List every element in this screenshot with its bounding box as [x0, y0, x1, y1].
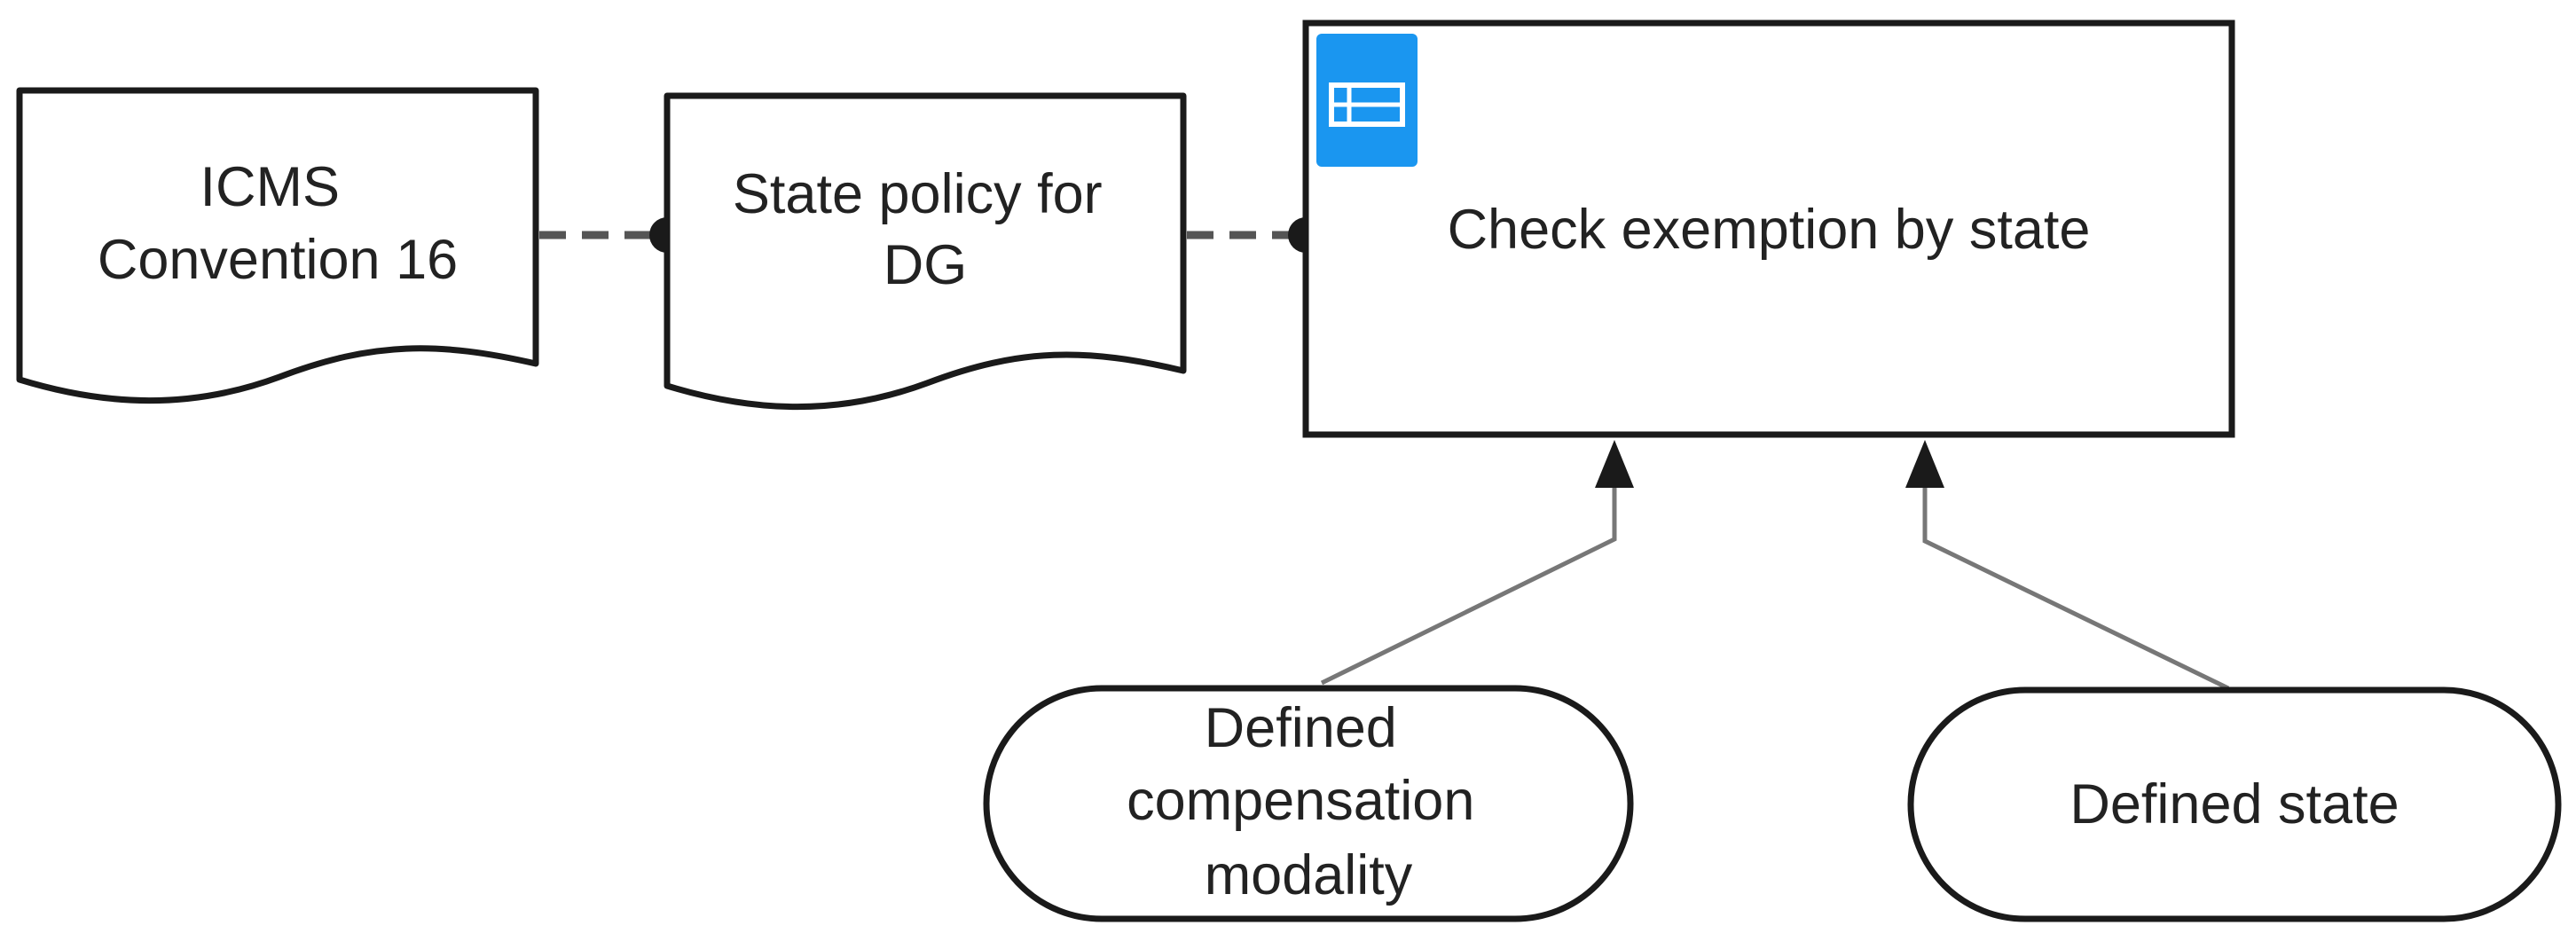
task-box — [1302, 20, 2235, 438]
connector-compensation-to-task — [1320, 486, 1617, 686]
event-shape — [1907, 686, 2562, 922]
document-shape — [16, 87, 539, 404]
task-list-icon — [1316, 34, 1418, 167]
arrowhead — [1595, 440, 1634, 488]
event-shape — [983, 685, 1634, 922]
event-defined-state[interactable]: Defined state — [1907, 686, 2562, 922]
task-label: Check exemption by state — [1448, 199, 2091, 261]
event-label: Defined compensation modality — [1127, 697, 1490, 906]
document-label: State policy for DG — [733, 163, 1118, 296]
event-defined-compensation-modality[interactable]: Defined compensation modality — [983, 685, 1634, 922]
document-shape — [664, 92, 1187, 411]
document-icms-convention-16[interactable]: ICMS Convention 16 — [16, 87, 539, 404]
document-state-policy-for-dg[interactable]: State policy for DG — [664, 92, 1187, 411]
document-label: ICMS Convention 16 — [98, 156, 458, 291]
connector-state-to-task — [1922, 486, 2230, 691]
event-label: Defined state — [2069, 773, 2399, 835]
task-check-exemption-by-state[interactable]: Check exemption by state — [1302, 20, 2235, 438]
arrowhead — [1905, 440, 1944, 488]
